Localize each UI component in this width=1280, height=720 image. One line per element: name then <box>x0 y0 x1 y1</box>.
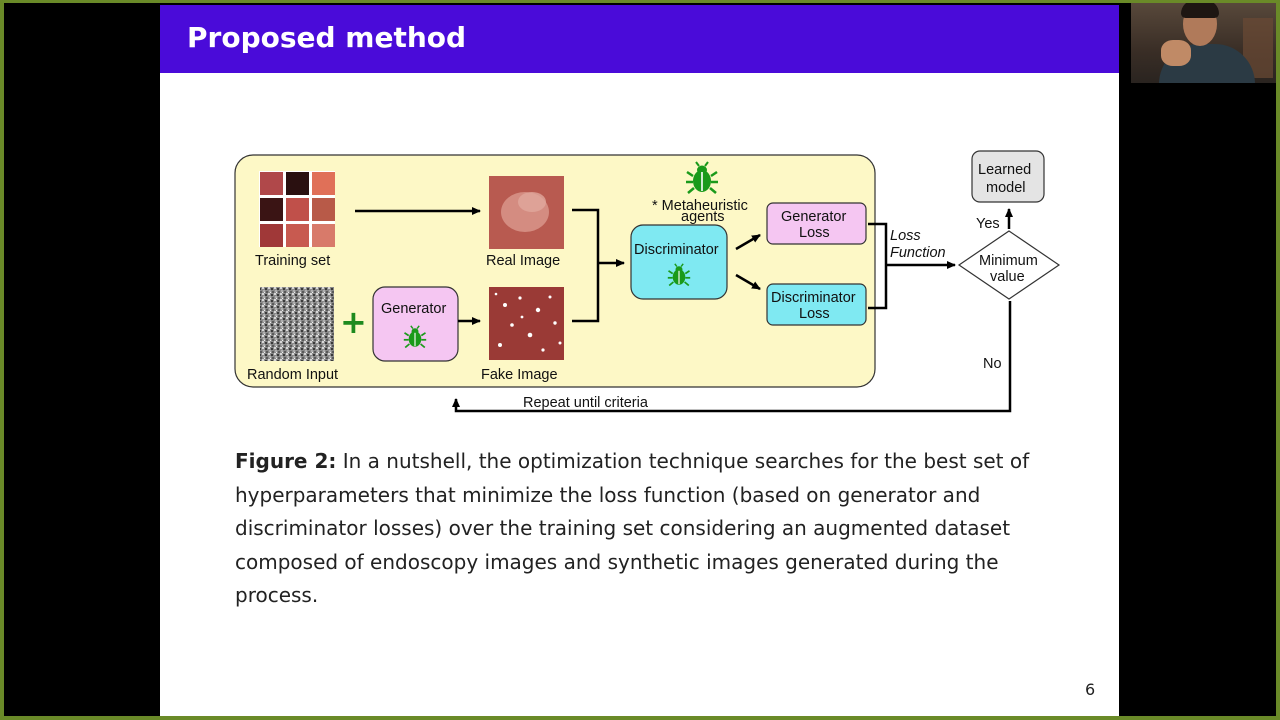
learned-model-label-line2: model <box>986 180 1026 196</box>
real-image-label: Real Image <box>486 253 560 269</box>
random-input-label: Random Input <box>247 367 338 383</box>
random-input-thumbnail <box>260 287 334 361</box>
minimum-value-diamond <box>957 230 1061 300</box>
caption-label: Figure 2: <box>235 449 337 473</box>
metaheuristic-label-line1: * Metaheuristic <box>652 198 748 214</box>
generator-label: Generator <box>381 301 446 317</box>
learned-model-box <box>971 150 1045 203</box>
caption-text: In a nutshell, the optimization techniqu… <box>235 449 1030 607</box>
slide: Proposed method <box>160 5 1119 716</box>
learned-model-label-line1: Learned <box>978 162 1031 178</box>
minimum-value-label-line1: Minimum <box>979 253 1038 269</box>
training-set-thumbnail <box>259 171 335 247</box>
metaheuristic-label-line2: agents <box>681 209 725 225</box>
plus-sign: + <box>340 303 367 341</box>
loss-function-label-line1: Loss <box>890 228 921 244</box>
figure-caption: Figure 2: In a nutshell, the optimizatio… <box>235 445 1055 613</box>
generator-loss-label-line2: Loss <box>799 225 830 241</box>
loss-function-label-line2: Function <box>890 245 946 261</box>
training-set-label: Training set <box>255 253 330 269</box>
method-diagram: Training set Real Image Random Input + G… <box>234 150 1061 413</box>
no-label: No <box>983 356 1002 372</box>
discriminator-loss-box <box>766 283 867 326</box>
title-bar: Proposed method <box>160 5 1119 73</box>
real-image-thumbnail <box>489 176 564 249</box>
page-number: 6 <box>1085 680 1096 699</box>
webcam-video <box>1131 0 1280 83</box>
generator-loss-label-line1: Generator <box>781 209 846 225</box>
slide-title: Proposed method <box>187 21 467 54</box>
discriminator-loss-label-line2: Loss <box>799 306 830 322</box>
fake-image-thumbnail <box>489 287 564 360</box>
generator-box <box>372 286 459 362</box>
fake-image-label: Fake Image <box>481 367 558 383</box>
discriminator-loss-label-line1: Discriminator <box>771 290 856 306</box>
yes-label: Yes <box>976 216 1000 232</box>
minimum-value-label-line2: value <box>990 269 1025 285</box>
discriminator-label: Discriminator <box>634 242 719 258</box>
repeat-label: Repeat until criteria <box>523 395 649 411</box>
generator-loss-box <box>766 202 867 245</box>
discriminator-box <box>630 224 728 300</box>
